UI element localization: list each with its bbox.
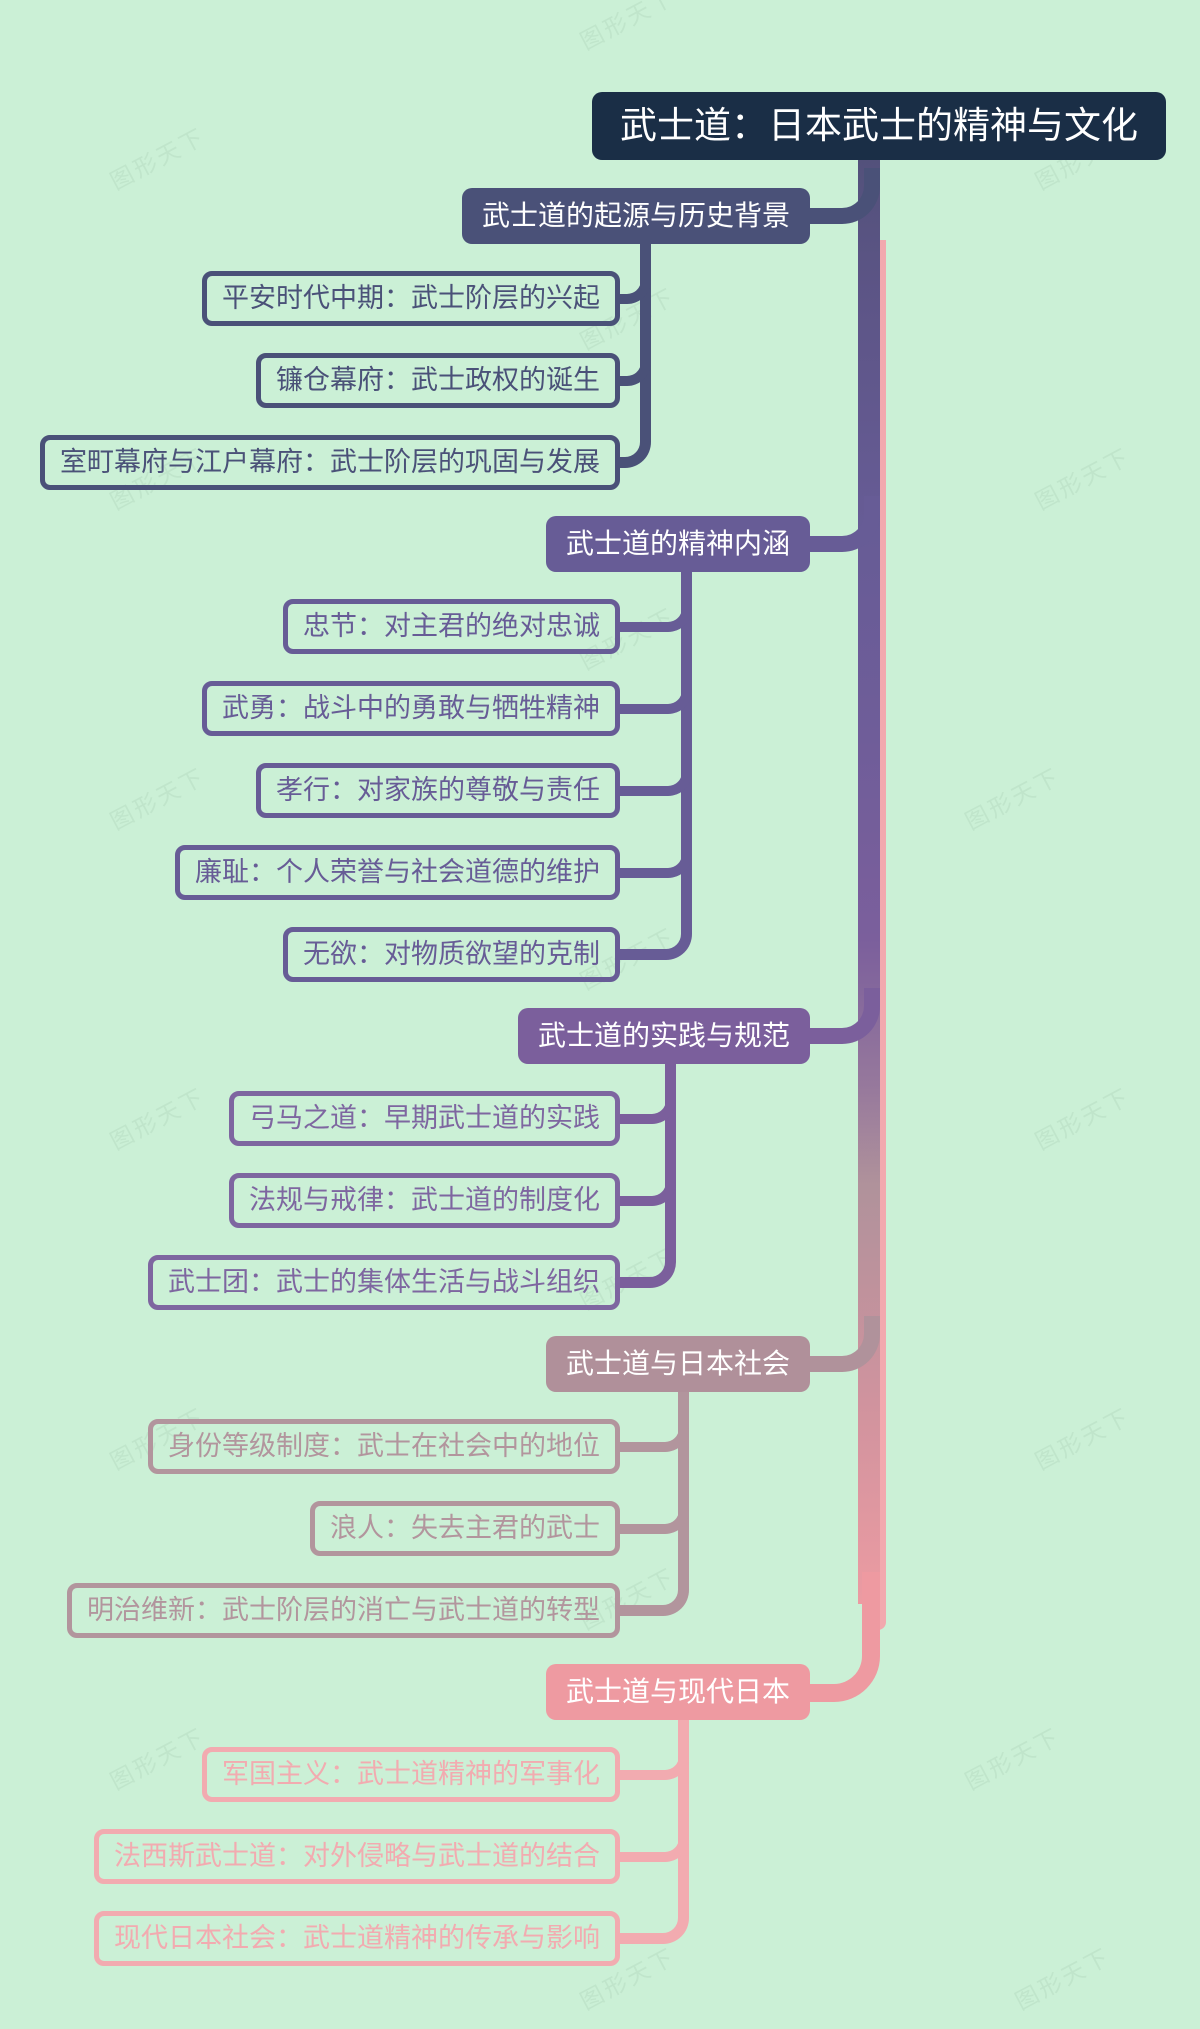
child-connector [620,592,692,632]
watermark: 图形天下 [1011,1943,1116,2016]
child-connector [620,1740,689,1780]
branch-node-society[interactable]: 武士道与日本社会 [545,1336,810,1392]
child-connector [620,1084,676,1124]
subtopic-node[interactable]: 明治维新：武士阶层的消亡与武士道的转型 [67,1583,620,1638]
watermark: 图形天下 [106,123,211,196]
subtopic-node[interactable]: 武勇：战斗中的勇敢与牺牲精神 [202,681,620,736]
child-connector [620,1412,689,1452]
branch-node-spirit[interactable]: 武士道的精神内涵 [545,516,810,572]
subtopic-node[interactable]: 平安时代中期：武士阶层的兴起 [202,271,620,326]
subtopic-node[interactable]: 浪人：失去主君的武士 [310,1501,620,1556]
subtopic-node[interactable]: 镰仓幕府：武士政权的诞生 [256,353,620,408]
subtopic-node[interactable]: 法规与戒律：武士道的制度化 [229,1173,620,1228]
child-connector [620,838,692,878]
subtopic-node[interactable]: 忠节：对主君的绝对忠诚 [283,599,620,654]
trunk-line [858,160,880,1604]
child-connector [620,674,692,714]
watermark: 图形天下 [1031,1403,1136,1476]
subtopic-node[interactable]: 身份等级制度：武士在社会中的地位 [148,1419,620,1474]
subtopic-node[interactable]: 现代日本社会：武士道精神的传承与影响 [94,1911,620,1966]
branch-node-origins[interactable]: 武士道的起源与历史背景 [461,188,810,244]
subtopic-node[interactable]: 军国主义：武士道精神的军事化 [202,1747,620,1802]
child-connector [620,264,651,304]
subtopic-node[interactable]: 法西斯武士道：对外侵略与武士道的结合 [94,1829,620,1884]
watermark: 图形天下 [106,1083,211,1156]
subtopic-node[interactable]: 室町幕府与江户幕府：武士阶层的巩固与发展 [40,435,620,490]
watermark: 图形天下 [576,0,681,56]
watermark: 图形天下 [961,1723,1066,1796]
watermark: 图形天下 [1031,1083,1136,1156]
child-connector [620,1822,689,1862]
root-topic-node[interactable]: 武士道：日本武士的精神与文化 [592,92,1166,160]
branch-node-modern-japan[interactable]: 武士道与现代日本 [545,1664,810,1720]
subtopic-node[interactable]: 廉耻：个人荣誉与社会道德的维护 [175,845,620,900]
watermark: 图形天下 [106,763,211,836]
child-connector [620,1166,676,1206]
subtopic-node[interactable]: 孝行：对家族的尊敬与责任 [256,763,620,818]
watermark: 图形天下 [1031,443,1136,516]
subtopic-node[interactable]: 武士团：武士的集体生活与战斗组织 [148,1255,620,1310]
child-connector [620,346,651,386]
child-connector [620,756,692,796]
child-connector [620,1494,689,1534]
branch-node-practice[interactable]: 武士道的实践与规范 [517,1008,810,1064]
trunk-end-curve [810,1572,880,1702]
subtopic-node[interactable]: 无欲：对物质欲望的克制 [283,927,620,982]
watermark: 图形天下 [961,763,1066,836]
watermark: 图形天下 [106,1723,211,1796]
subtopic-node[interactable]: 弓马之道：早期武士道的实践 [229,1091,620,1146]
